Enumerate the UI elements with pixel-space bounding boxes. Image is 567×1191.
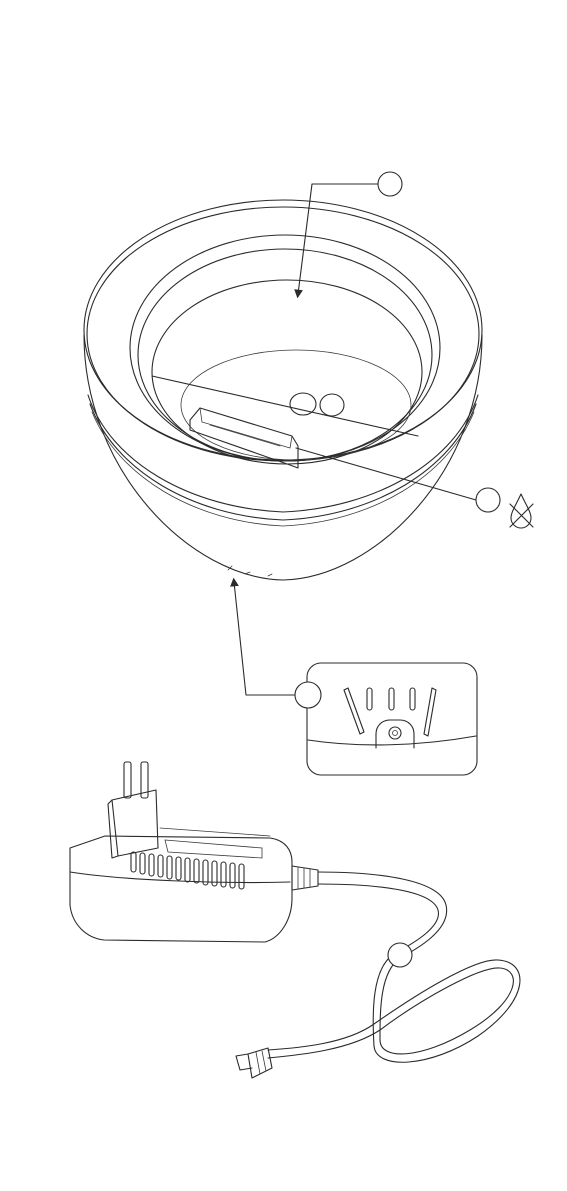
adapter-top-ridge	[160, 828, 270, 836]
callout-right-leader	[296, 448, 476, 500]
plug-prong-left	[124, 762, 131, 798]
hole-left	[290, 393, 316, 415]
callout-cable-marker	[388, 943, 412, 967]
bowl-outer-rim	[84, 200, 482, 460]
callout-base	[234, 582, 477, 775]
callout-top	[298, 172, 402, 294]
callout-base-marker	[295, 682, 321, 708]
float-switch-face	[200, 408, 292, 448]
cable-line-a	[268, 872, 513, 1058]
adapter-body	[70, 836, 292, 942]
callout-top-marker	[378, 172, 402, 196]
bowl-unit	[84, 200, 482, 580]
power-adapter	[70, 762, 318, 942]
base-marks	[228, 566, 272, 576]
dc-plug	[236, 1048, 272, 1078]
callout-base-leader	[234, 582, 296, 695]
strain-relief	[292, 866, 318, 890]
detail-panel	[307, 663, 477, 775]
detail-base-curve	[308, 736, 476, 745]
dc-cable	[236, 872, 520, 1078]
plug-head	[112, 790, 158, 856]
adapter-vents	[131, 852, 244, 889]
bowl-rim-edge	[87, 207, 479, 461]
callout-top-leader	[298, 184, 378, 294]
cable-line-b	[268, 884, 520, 1062]
bowl-seam-1	[88, 395, 478, 512]
float-switch-slot	[210, 425, 280, 446]
cavity-divider	[152, 376, 418, 436]
callout-right-marker	[476, 488, 500, 512]
adapter-seam	[70, 872, 290, 883]
adapter-top-panel	[165, 840, 262, 858]
hole-right	[320, 394, 344, 416]
callout-right	[296, 448, 533, 528]
no-water-drop-icon	[510, 494, 533, 528]
